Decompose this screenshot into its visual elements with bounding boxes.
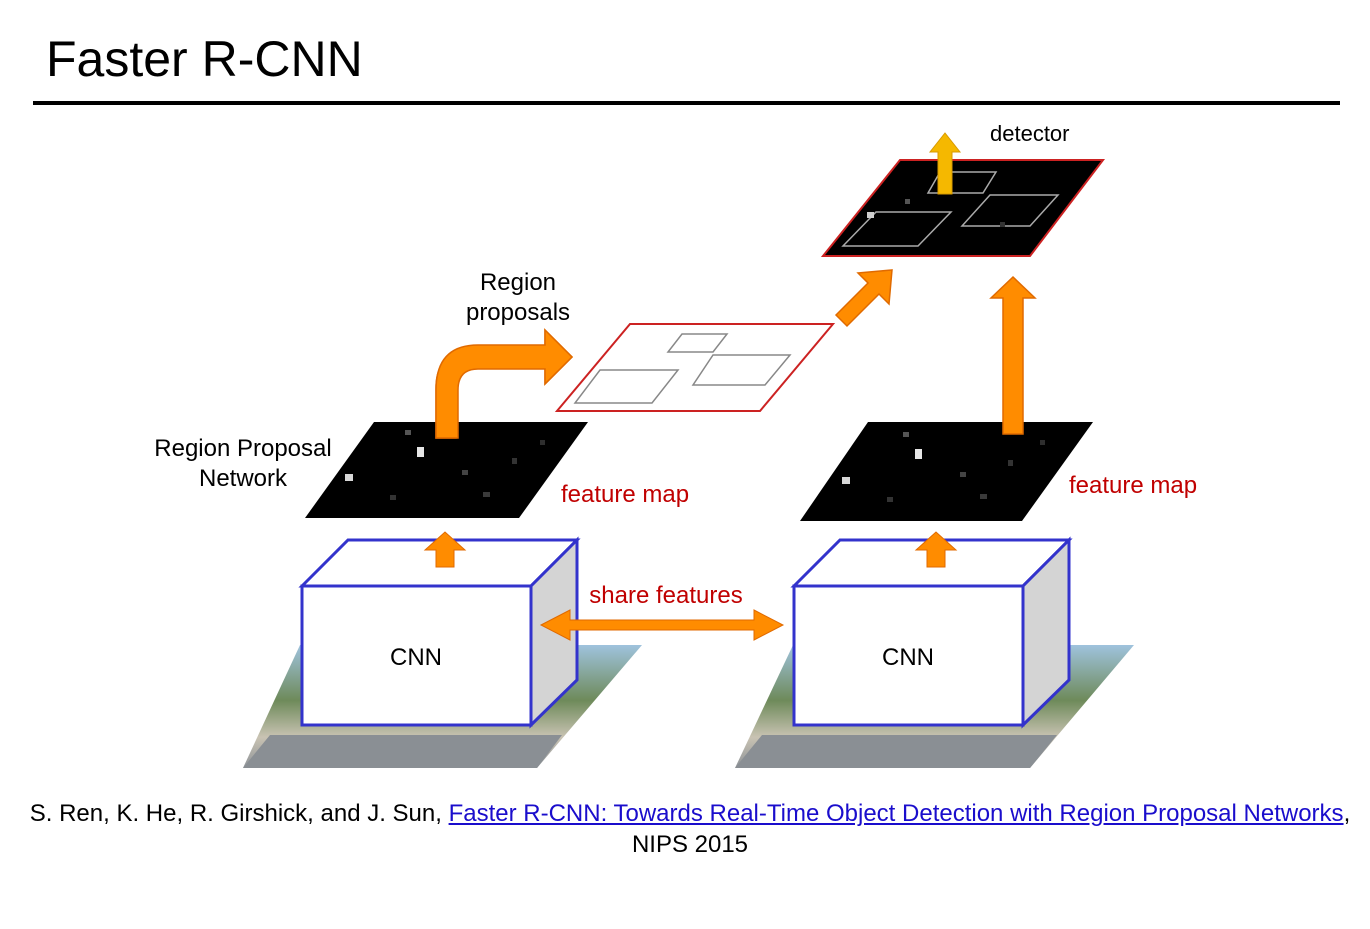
region-proposals-label-line1: Region: [480, 269, 556, 296]
region-proposals-label-line2: proposals: [466, 299, 570, 326]
rpn-label-line1: Region Proposal: [154, 435, 331, 462]
citation-authors: S. Ren, K. He, R. Girshick, and J. Sun,: [29, 800, 449, 827]
feature-map-label-right: feature map: [1069, 472, 1197, 499]
cnn-label-left: CNN: [390, 644, 442, 671]
share-features-label: share features: [589, 582, 742, 609]
feature-map-right: [800, 422, 1093, 521]
road-right: [735, 735, 1057, 768]
citation-venue: , NIPS 2015: [631, 800, 1351, 858]
cnn-box-left: [298, 536, 581, 729]
arrow-rpn-to-proposals-body: [435, 328, 574, 439]
detector-label: detector: [990, 121, 1070, 146]
cnn-label-right: CNN: [882, 644, 934, 671]
arrow-featuremap-to-detector: [989, 275, 1037, 435]
road-left: [243, 735, 562, 768]
citation-paper-link[interactable]: Faster R-CNN: Towards Real-Time Object D…: [448, 800, 1344, 827]
citation: S. Ren, K. He, R. Girshick, and J. Sun, …: [0, 798, 1370, 860]
detector-feature-map: [820, 159, 1106, 257]
arrow-proposals-to-detector: [834, 269, 893, 328]
title-divider: [33, 101, 1340, 105]
rpn-label-line2: Network: [199, 465, 288, 492]
arrow-detector-output: [928, 132, 962, 195]
region-proposals-plane: [554, 323, 836, 412]
arrow-cnn-to-featuremap-right: [914, 531, 958, 568]
feature-map-label-left: feature map: [561, 481, 689, 508]
share-features-arrow: [539, 609, 785, 641]
slide-title: Faster R-CNN: [46, 31, 363, 87]
faster-rcnn-diagram: CNN Region Proposal Network feature map …: [154, 121, 1197, 768]
cnn-box-right: [790, 536, 1073, 729]
feature-map-left: [305, 422, 588, 518]
arrow-cnn-to-featuremap-left: [423, 531, 467, 568]
